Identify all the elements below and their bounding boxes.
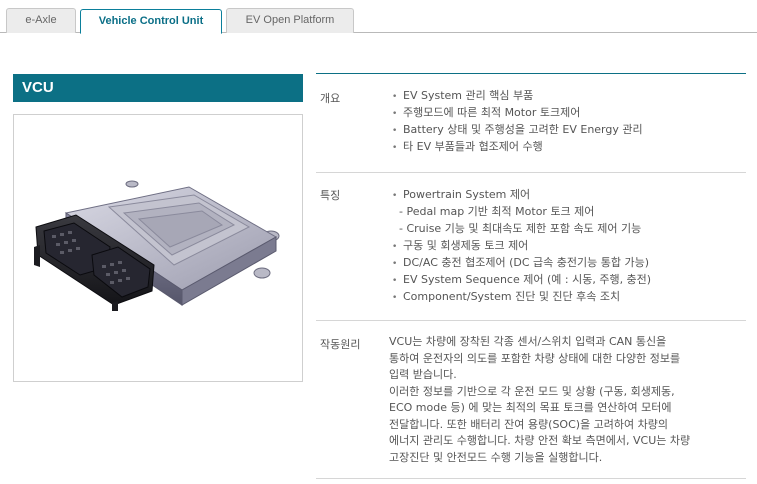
tab-vehicle-control-unit[interactable]: Vehicle Control Unit xyxy=(80,9,222,34)
overview-list: EV System 관리 핵심 부품 주행모드에 따른 최적 Motor 토크제… xyxy=(392,87,643,155)
product-tabs: e-Axle Vehicle Control Unit EV Open Plat… xyxy=(0,0,757,34)
principle-paragraph: VCU는 차량에 장착된 각종 센서/스위치 입력과 CAN 통신을 통하여 운… xyxy=(389,334,741,466)
paragraph-line: 에너지 관리도 수행합니다. 차량 안전 확보 측면에서, VCU는 차량 xyxy=(389,434,691,447)
paragraph-line: 고장진단 및 안전모드 수행 기능을 실행합니다. xyxy=(389,450,603,464)
vcu-hardware-image xyxy=(34,180,280,311)
list-subitem: - Pedal map 기반 최적 Motor 토크 제어 xyxy=(399,205,595,218)
list-item: Battery 상태 및 주행성을 고려한 EV Energy 관리 xyxy=(392,121,643,138)
section-label-features: 특징 xyxy=(320,189,341,202)
list-item: EV System Sequence 제어 (예 : 시동, 주행, 충전) xyxy=(392,271,651,288)
paragraph-line: 통하여 운전자의 의도를 포함한 차량 상태에 대한 다양한 정보를 xyxy=(389,351,681,365)
product-title: VCU xyxy=(13,74,303,102)
paragraph-line: 전달합니다. 또한 배터리 잔여 용량(SOC)을 고려하여 차량의 xyxy=(389,417,669,431)
features-list: Powertrain System 제어 - Pedal map 기반 최적 M… xyxy=(392,186,651,305)
paragraph-line: ECO mode 등) 에 맞는 최적의 목표 토크를 연산하여 모터에 xyxy=(389,401,672,414)
section-divider xyxy=(316,320,746,321)
list-item: Component/System 진단 및 진단 후속 조치 xyxy=(392,288,651,305)
list-item: DC/AC 충전 협조제어 (DC 급속 충전기능 통합 가능) xyxy=(392,254,651,271)
product-image-frame xyxy=(13,114,303,382)
list-item: 타 EV 부품들과 협조제어 수행 xyxy=(392,138,643,155)
paragraph-line: 입력 받습니다. xyxy=(389,368,457,381)
list-subitem: - Cruise 기능 및 최대속도 제한 포함 속도 제어 기능 xyxy=(399,222,642,235)
list-item: 주행모드에 따른 최적 Motor 토크제어 xyxy=(392,104,643,121)
section-label-principle: 작동원리 xyxy=(320,338,361,351)
tab-e-axle[interactable]: e-Axle xyxy=(6,8,76,33)
section-label-overview: 개요 xyxy=(320,92,341,105)
content-top-rule xyxy=(316,73,746,74)
paragraph-line: 이러한 정보를 기반으로 각 운전 모드 및 상황 (구동, 회생제동, xyxy=(389,384,675,398)
section-divider xyxy=(316,172,746,173)
paragraph-line: VCU는 차량에 장착된 각종 센서/스위치 입력과 CAN 통신을 xyxy=(389,335,667,348)
tab-ev-open-platform[interactable]: EV Open Platform xyxy=(226,8,354,33)
list-item: 구동 및 회생제동 토크 제어 xyxy=(392,237,651,254)
list-item: EV System 관리 핵심 부품 xyxy=(392,87,643,104)
section-divider xyxy=(316,478,746,479)
list-item: Powertrain System 제어 xyxy=(392,186,651,203)
